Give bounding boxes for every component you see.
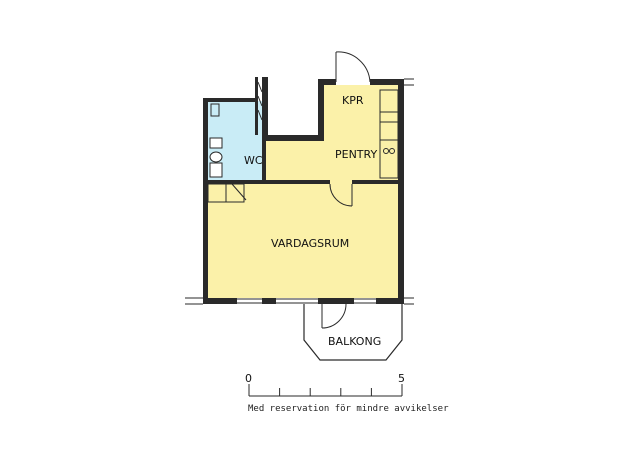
- scale-bar: [248, 384, 403, 397]
- fixtures: [207, 89, 399, 203]
- bottom-wall-1: [203, 298, 237, 304]
- shaft-wall: [262, 77, 268, 141]
- bottom-wall-3: [318, 298, 354, 304]
- walls: [203, 77, 404, 304]
- kpr-top-wall-left: [318, 79, 336, 85]
- left-outer-wall: [203, 98, 208, 304]
- windows: [185, 78, 414, 305]
- stove-icon: [383, 148, 389, 154]
- wc-top-wall: [203, 98, 255, 102]
- pentry-divider-left: [266, 180, 330, 184]
- wc-right-wall: [262, 141, 266, 184]
- middle-top-wall: [262, 135, 324, 141]
- balcony-outline: [303, 304, 403, 361]
- room-fills: [208, 85, 398, 298]
- wc-bottom-wall: [208, 180, 266, 184]
- doors: [231, 51, 371, 329]
- kitchen-counter-icon: [379, 89, 399, 179]
- shaft-wall-outer: [255, 77, 258, 135]
- room-label-vardagsrum: VARDAGSRUM: [271, 237, 349, 250]
- entrance-door-swing: [335, 51, 371, 83]
- scale-label-end: 5: [398, 372, 405, 385]
- living-area-fill: [208, 85, 398, 298]
- washbasin-icon: [209, 162, 223, 178]
- shower-icon: [210, 103, 220, 117]
- bottom-wall-4: [376, 298, 404, 304]
- room-label-kpr: KPR: [342, 94, 364, 107]
- toilet-icon: [209, 137, 223, 149]
- pentry-divider-right: [352, 180, 398, 184]
- room-label-wc: WC: [244, 154, 263, 167]
- right-wall: [398, 79, 404, 304]
- room-label-pentry: PENTRY: [335, 148, 377, 161]
- living-door-swing: [329, 183, 353, 207]
- kpr-left-wall: [318, 79, 324, 141]
- balcony-door-swing: [321, 303, 347, 329]
- kpr-top-wall-right: [370, 79, 404, 85]
- scale-label-start: 0: [245, 372, 252, 385]
- disclaimer-caption: Med reservation för mindre avvikelser: [248, 404, 449, 414]
- scale-ticks: [248, 384, 403, 396]
- bottom-wall-2: [262, 298, 276, 304]
- room-label-balkong: BALKONG: [328, 335, 381, 348]
